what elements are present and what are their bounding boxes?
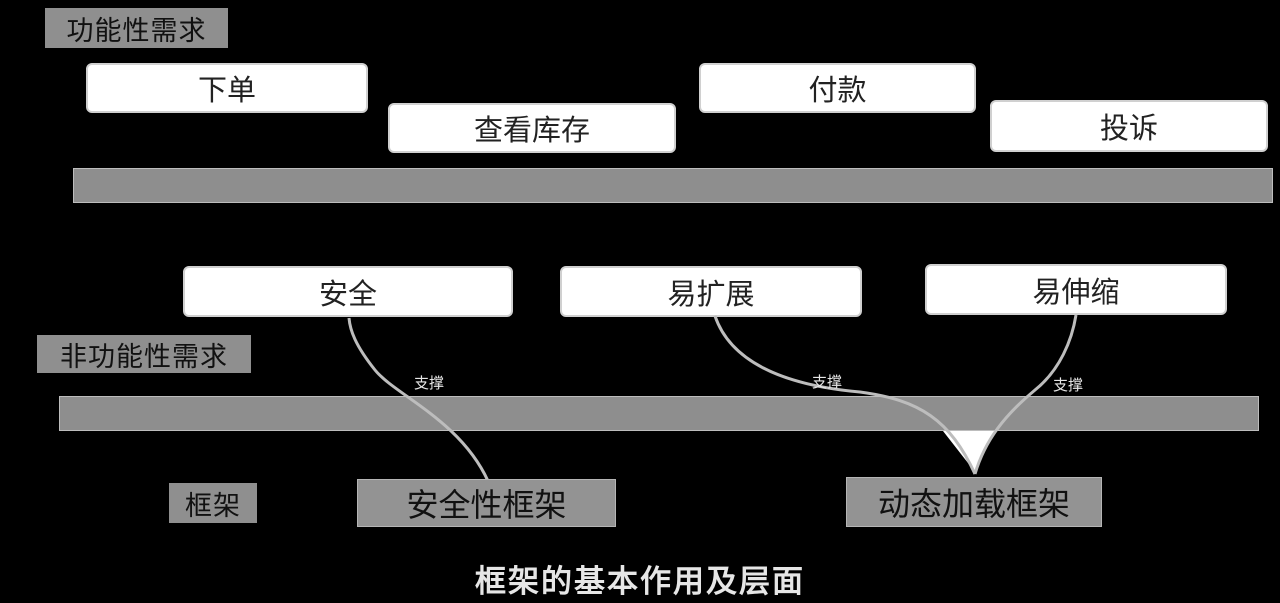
req-complaint: 投诉	[990, 100, 1268, 152]
security-framework: 安全性框架	[357, 479, 616, 527]
support-curve-security	[347, 317, 490, 482]
functional-layer-bar	[73, 168, 1273, 203]
support-label-security: 支撑	[414, 374, 445, 392]
support-label-extensibility: 支撑	[812, 373, 843, 391]
framework-label: 框架	[169, 483, 257, 523]
support-curve-extensibility	[713, 315, 977, 475]
functional-requirements-label: 功能性需求	[45, 8, 228, 48]
support-label-scalability: 支撑	[1053, 376, 1084, 394]
nonfunctional-layer-bar	[59, 396, 1259, 431]
req-place-order: 下单	[86, 63, 368, 113]
support-curve-scalability	[973, 314, 1078, 475]
dynamic-loading-framework: 动态加载框架	[846, 477, 1102, 527]
support-gap-white	[943, 431, 995, 472]
nonfunctional-requirements-label: 非功能性需求	[37, 335, 251, 373]
req-check-inventory: 查看库存	[388, 103, 676, 153]
req-scalability: 易伸缩	[925, 264, 1227, 315]
req-extensibility: 易扩展	[560, 266, 862, 317]
figure-caption: 框架的基本作用及层面	[475, 564, 805, 600]
req-payment: 付款	[699, 63, 976, 113]
req-security: 安全	[183, 266, 513, 317]
